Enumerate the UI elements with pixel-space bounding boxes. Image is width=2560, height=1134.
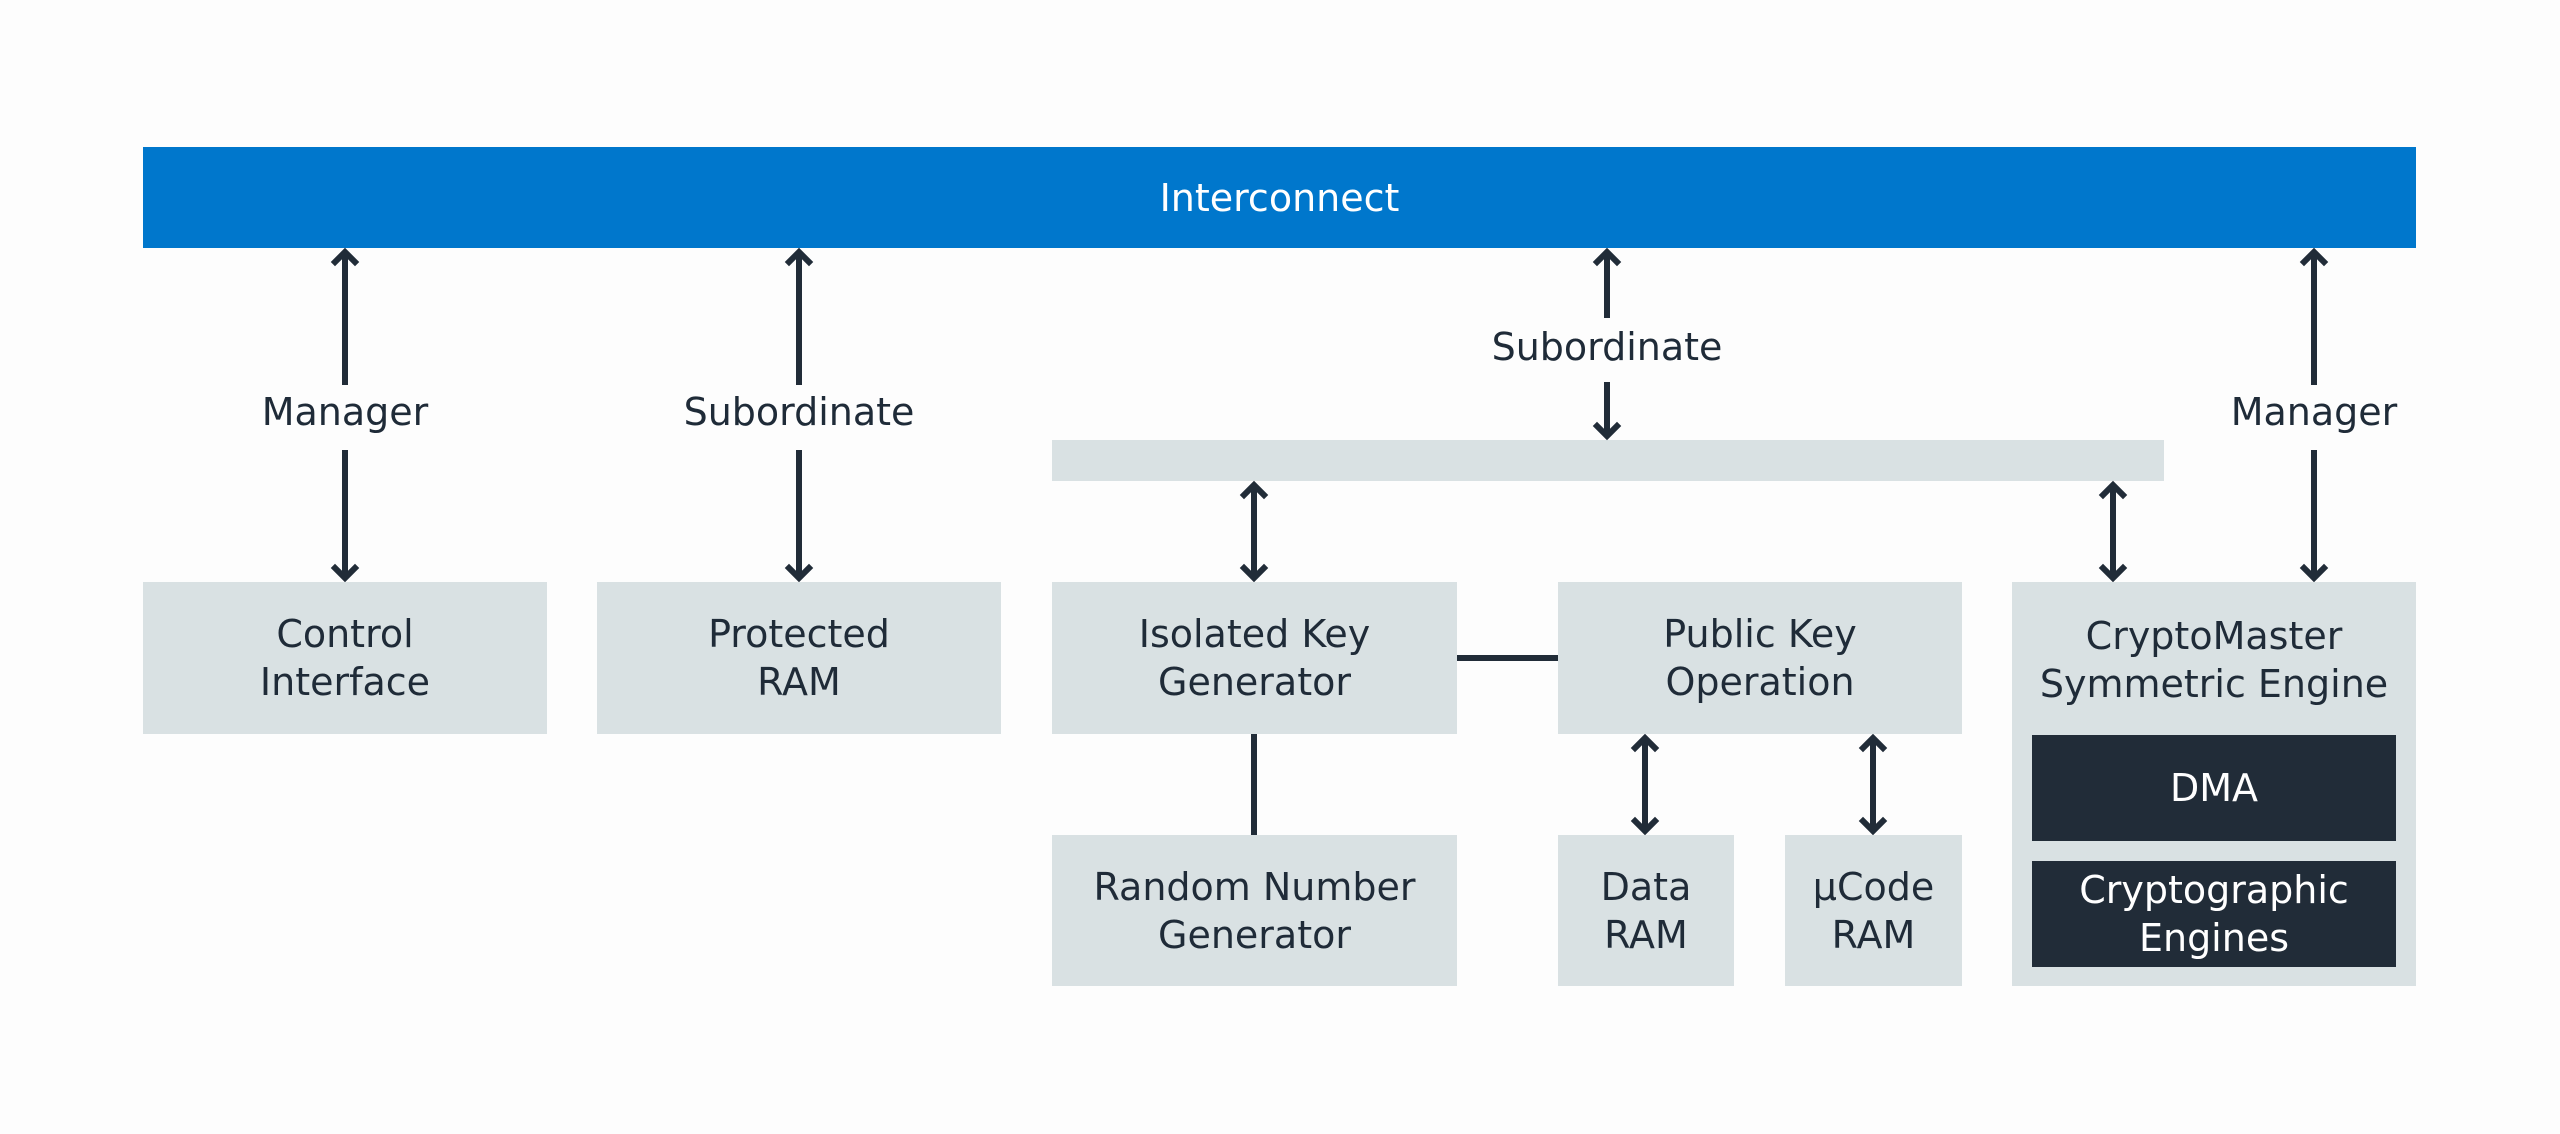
cryptomaster-line2: Symmetric Engine	[2039, 662, 2389, 706]
pke-bus-rail	[1052, 440, 2164, 481]
public-key-operation-block: Public Key Operation	[1558, 582, 1962, 734]
pke-bus-connector	[1592, 247, 1622, 441]
random-number-generator-block: Random Number Generator	[1052, 835, 1457, 986]
public-key-operation-line2: Operation	[1665, 660, 1855, 704]
isolated-key-generator-line2: Generator	[1158, 660, 1351, 704]
ucode-ram-block: µCode RAM	[1785, 835, 1962, 986]
ucode-ram-connector	[1858, 733, 1888, 836]
random-number-generator-line1: Random Number	[1093, 864, 1416, 909]
cryptographic-engines-line2: Engines	[2138, 916, 2290, 960]
random-number-generator-line2: Generator	[1158, 912, 1351, 957]
protected-ram-connector	[784, 247, 814, 583]
cryptomaster-connector	[2299, 247, 2329, 583]
protected-ram-line1: Protected	[708, 612, 890, 656]
dma-block: DMA	[2032, 735, 2396, 841]
protected-ram-line2: RAM	[757, 660, 841, 704]
data-ram-line2: RAM	[1604, 912, 1688, 957]
ucode-ram-line1: µCode	[1812, 864, 1935, 909]
cryptomaster-line1: CryptoMaster	[2085, 614, 2343, 658]
pke-bus-link-label: Subordinate	[1491, 325, 1723, 369]
data-ram-block: Data RAM	[1558, 835, 1734, 986]
control-link-label: Manager	[261, 390, 429, 434]
interconnect-label: Interconnect	[1159, 175, 1400, 220]
dma-line1: DMA	[2169, 766, 2259, 810]
control-interface-connector	[330, 247, 360, 583]
control-interface-block: Control Interface	[143, 582, 547, 734]
isolated-key-generator-block: Isolated Key Generator	[1052, 582, 1457, 734]
protected-ram-block: Protected RAM	[597, 582, 1001, 734]
ikg-bus-connector	[1239, 480, 1269, 583]
protected-link-label: Subordinate	[683, 390, 915, 434]
control-interface-line2: Interface	[259, 660, 431, 704]
cryptographic-engines-line1: Cryptographic	[2079, 868, 2349, 912]
crypto-link-label: Manager	[2230, 390, 2398, 434]
cryptographic-engines-block: Cryptographic Engines	[2032, 861, 2396, 967]
isolated-key-generator-line1: Isolated Key	[1138, 612, 1371, 656]
data-ram-line1: Data	[1600, 864, 1692, 909]
data-ram-connector	[1630, 733, 1660, 836]
control-interface-line1: Control	[276, 612, 414, 656]
interconnect-bar: Interconnect	[143, 147, 2416, 248]
cryptomaster-bus-connector	[2098, 480, 2128, 583]
ucode-ram-line2: RAM	[1831, 912, 1916, 957]
public-key-operation-line1: Public Key	[1663, 612, 1857, 656]
